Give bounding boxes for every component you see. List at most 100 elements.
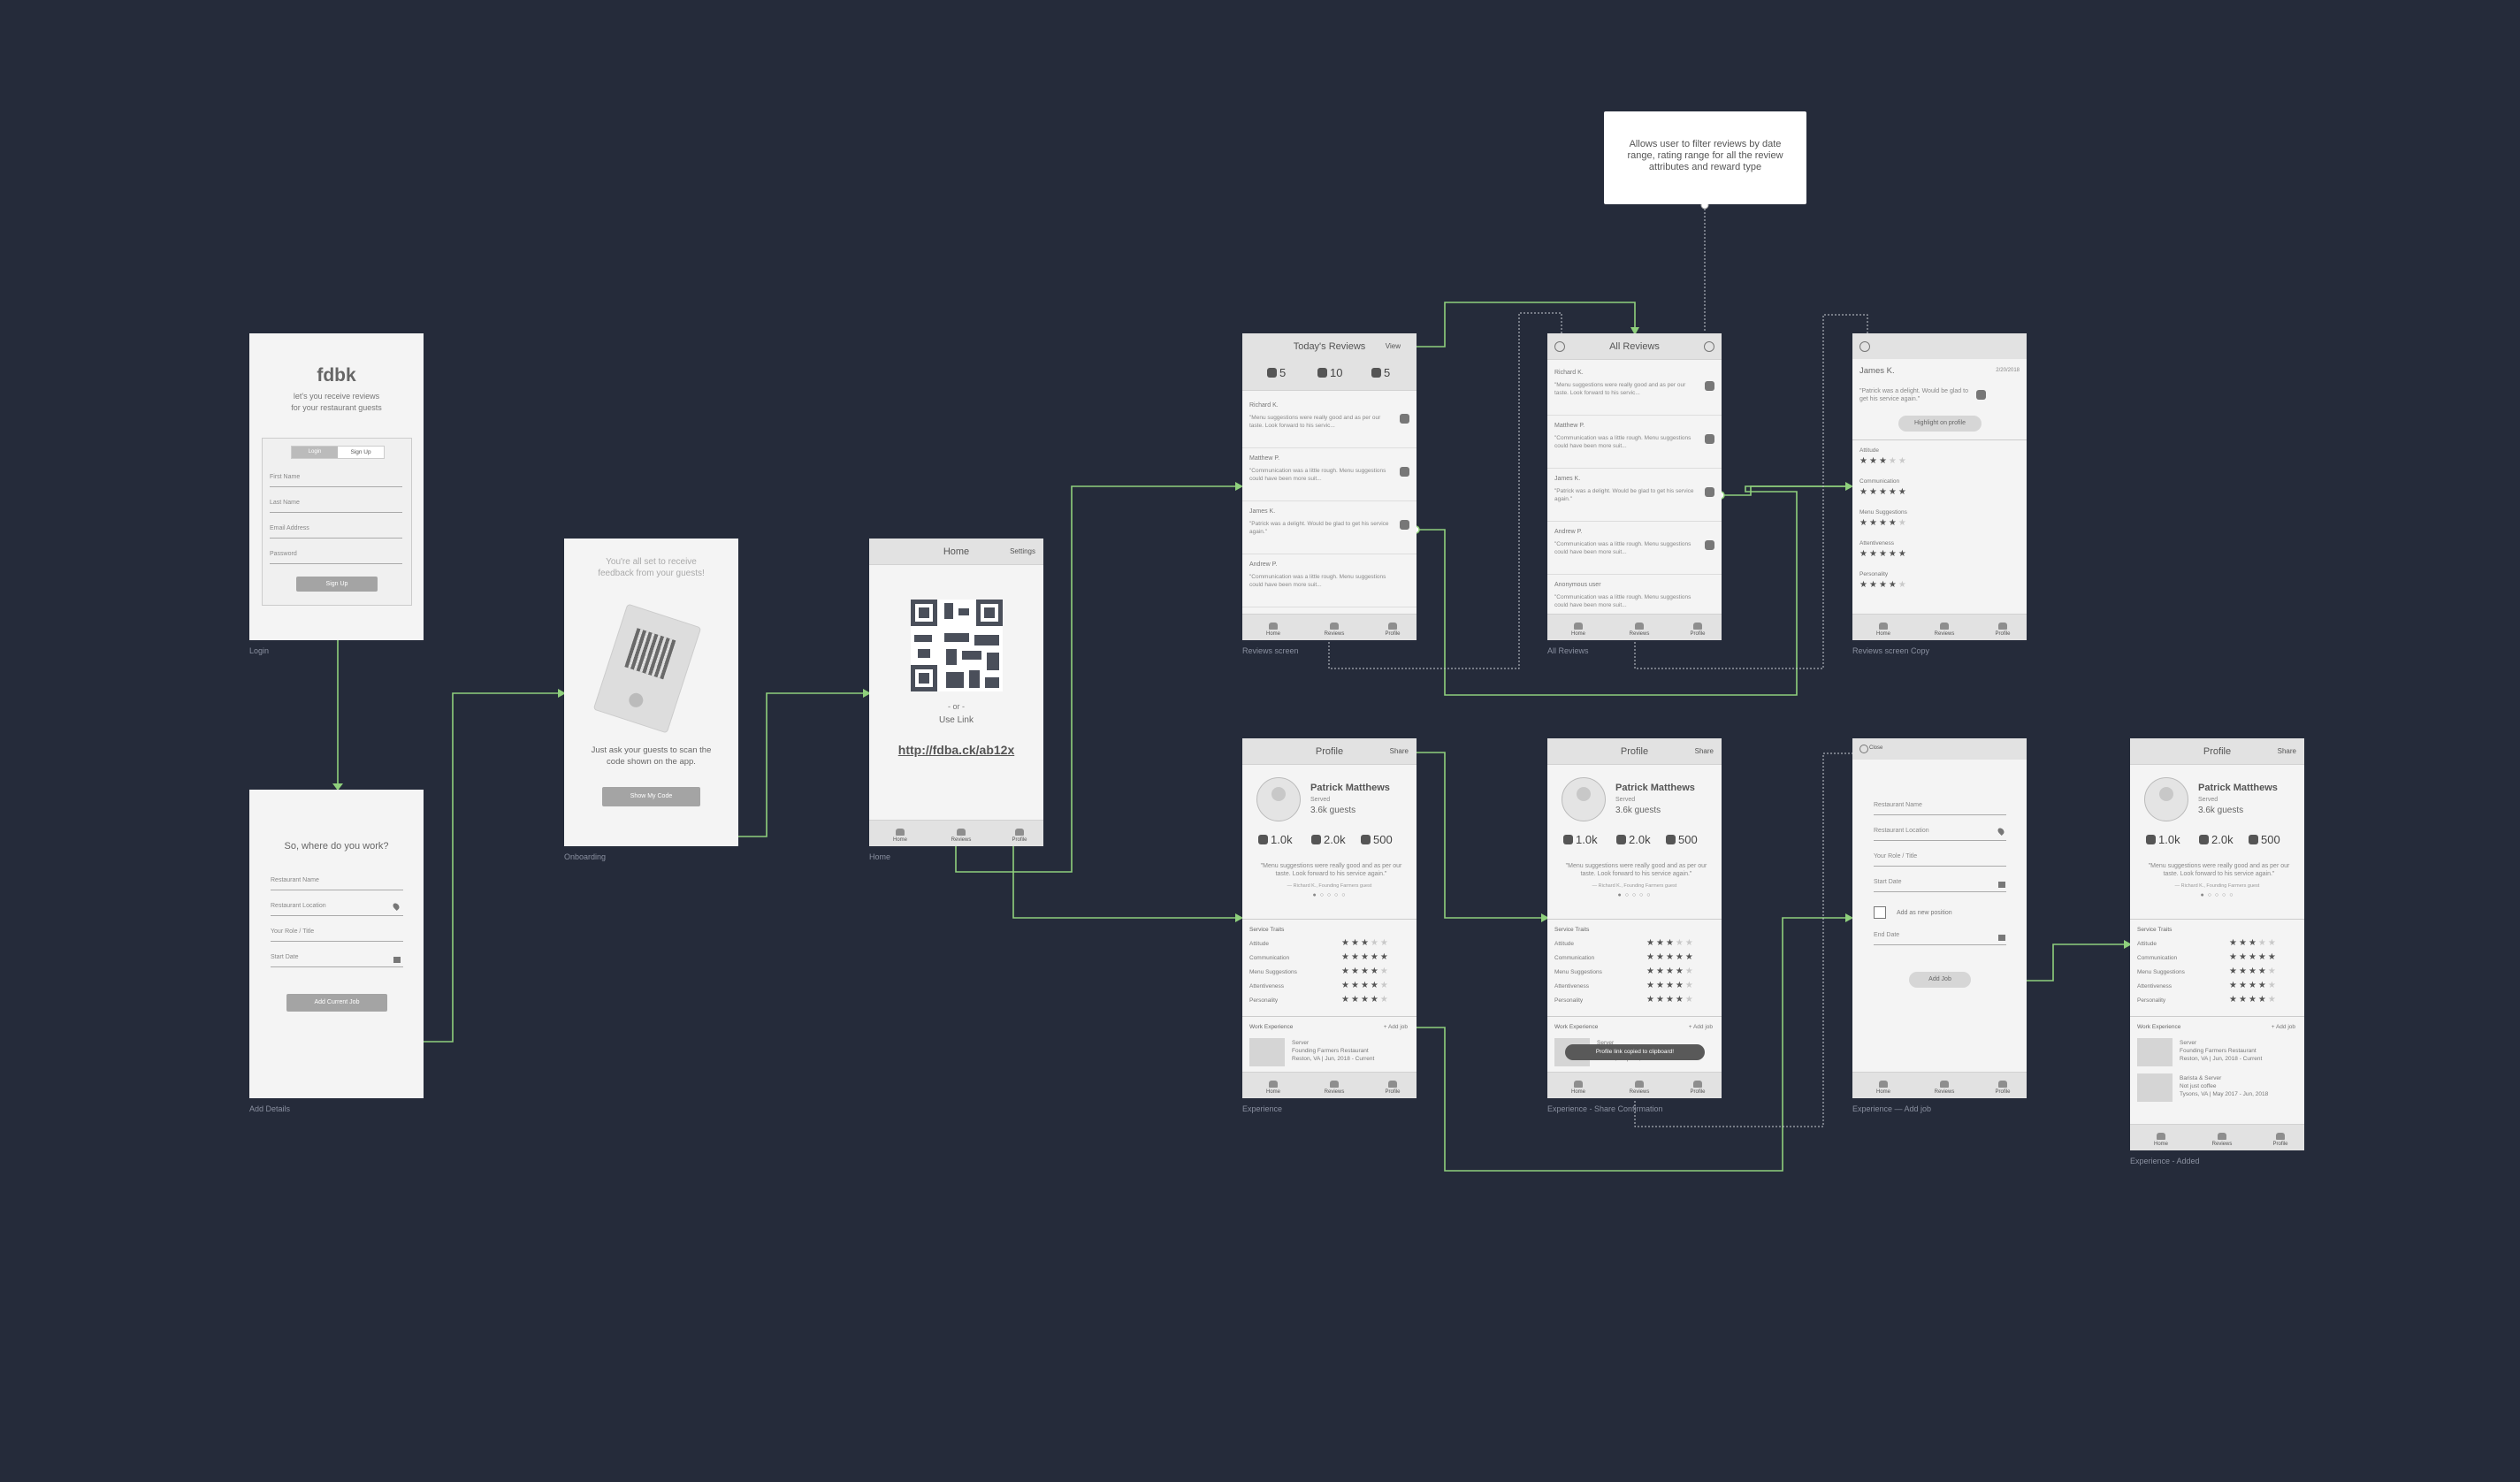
settings-link[interactable]: Settings xyxy=(1010,547,1035,555)
trait-label: Personality xyxy=(1554,997,1584,1004)
tab-bar: Home Reviews Profile xyxy=(1242,1072,1417,1098)
review-item[interactable]: Andrew P."Communication was a little rou… xyxy=(1242,555,1417,607)
review-item[interactable]: Matthew P."Communication was a little ro… xyxy=(1242,449,1417,501)
new-position-checkbox[interactable] xyxy=(1874,906,1886,919)
restaurant-name-field[interactable]: Restaurant Name xyxy=(271,877,403,890)
first-name-field[interactable]: First Name xyxy=(270,474,402,487)
use-link-label: Use Link xyxy=(939,715,974,725)
star-icon: ★ xyxy=(2267,995,2278,1005)
tab-profile[interactable]: Profile xyxy=(1981,1081,2025,1095)
tab-reviews[interactable]: Reviews xyxy=(1312,1081,1356,1095)
tab-bar: Home Reviews Profile xyxy=(2130,1124,2304,1150)
tab-profile[interactable]: Profile xyxy=(2258,1133,2302,1147)
star-icon: ★ xyxy=(1878,580,1889,590)
tab-reviews[interactable]: Reviews xyxy=(1617,623,1661,637)
auth-card: Login Sign Up First Name Last Name Email… xyxy=(262,438,412,606)
star-icon: ★ xyxy=(1859,580,1869,590)
highlight-on-profile-button[interactable]: Highlight on profile xyxy=(1898,416,1982,432)
review-item[interactable]: Andrew P."Communication was a little rou… xyxy=(1547,523,1722,575)
tab-signup[interactable]: Sign Up xyxy=(350,449,371,455)
experience-screen: Profile Share Patrick Matthews Served 3.… xyxy=(1242,738,1417,1098)
cutlery-icon xyxy=(1361,835,1371,844)
tab-home[interactable]: Home xyxy=(1251,1081,1295,1095)
tab-profile[interactable]: Profile xyxy=(1981,623,2025,637)
add-job-link[interactable]: + Add job xyxy=(2271,1024,2295,1030)
role-field[interactable]: Your Role / Title xyxy=(271,928,403,942)
review-item[interactable]: James K."Patrick was a delight. Would be… xyxy=(1242,502,1417,554)
share-link[interactable]: http://fdba.ck/ab12x xyxy=(897,743,1015,757)
close-icon[interactable] xyxy=(1859,745,1868,753)
filter-icon[interactable] xyxy=(1704,341,1714,352)
email-field[interactable]: Email Address xyxy=(270,525,402,539)
tab-profile[interactable]: Profile xyxy=(1676,1081,1720,1095)
add-job-link[interactable]: + Add job xyxy=(1383,1024,1408,1030)
star-icon: ★ xyxy=(1868,580,1879,590)
end-date-field[interactable]: End Date xyxy=(1874,932,2006,945)
review-item[interactable]: James K."Patrick was a delight. Would be… xyxy=(1547,470,1722,522)
star-icon: ★ xyxy=(2248,995,2258,1005)
rating-stars: ★★★★★ xyxy=(1859,580,1908,590)
role-field[interactable]: Your Role / Title xyxy=(1874,853,2006,867)
tab-home[interactable]: Home xyxy=(1251,623,1295,637)
carousel-dots[interactable]: ● ○ ○ ○ ○ xyxy=(1617,892,1652,898)
caption-onboarding: Onboarding xyxy=(564,852,607,861)
star-icon: ★ xyxy=(1898,549,1908,559)
tab-reviews[interactable]: Reviews xyxy=(2200,1133,2244,1147)
restaurant-name-field[interactable]: Restaurant Name xyxy=(1874,802,2006,815)
tab-reviews[interactable]: Reviews xyxy=(1312,623,1356,637)
carousel-dots[interactable]: ● ○ ○ ○ ○ xyxy=(1312,892,1347,898)
back-icon[interactable] xyxy=(1554,341,1565,352)
user-icon xyxy=(1015,829,1024,836)
sign-up-button[interactable]: Sign Up xyxy=(296,577,378,592)
restaurant-location-field[interactable]: Restaurant Location xyxy=(271,903,403,916)
add-job-link[interactable]: + Add job xyxy=(1688,1024,1713,1030)
back-icon[interactable] xyxy=(1859,341,1870,352)
star-icon: ★ xyxy=(1341,938,1351,948)
tab-profile[interactable]: Profile xyxy=(1371,1081,1415,1095)
avatar xyxy=(2144,777,2188,821)
password-field[interactable]: Password xyxy=(270,551,402,564)
star-icon: ★ xyxy=(1675,995,1685,1005)
review-item[interactable]: Richard K."Menu suggestions were really … xyxy=(1242,396,1417,448)
rating-stars: ★★★★★ xyxy=(1859,456,1908,466)
add-job-button[interactable]: Add Job xyxy=(1909,972,1971,988)
tab-profile[interactable]: Profile xyxy=(1371,623,1415,637)
share-link[interactable]: Share xyxy=(1389,747,1409,755)
review-item[interactable]: Richard K."Menu suggestions were really … xyxy=(1547,363,1722,416)
tab-home[interactable]: Home xyxy=(2139,1133,2183,1147)
tab-home[interactable]: Home xyxy=(1861,623,1905,637)
tab-home[interactable]: Home xyxy=(1861,1081,1905,1095)
traits-title: Service Traits xyxy=(1249,927,1285,933)
review-item[interactable]: Matthew P."Communication was a little ro… xyxy=(1547,416,1722,469)
carousel-dots[interactable]: ● ○ ○ ○ ○ xyxy=(2200,892,2234,898)
close-link[interactable]: Close xyxy=(1869,745,1883,751)
show-my-code-button[interactable]: Show My Code xyxy=(602,787,700,806)
tab-reviews[interactable]: Reviews xyxy=(1922,623,1966,637)
stat-drinks: 10 xyxy=(1317,366,1342,379)
restaurant-location-field[interactable]: Restaurant Location xyxy=(1874,828,2006,841)
view-all-link[interactable]: View xyxy=(1385,342,1401,350)
share-link[interactable]: Share xyxy=(2277,747,2296,755)
calendar-icon xyxy=(393,957,401,963)
add-current-job-button[interactable]: Add Current Job xyxy=(286,994,387,1012)
stat-meals: 500 xyxy=(2249,833,2280,846)
tab-home[interactable]: Home xyxy=(1556,1081,1600,1095)
tab-profile[interactable]: Profile xyxy=(1676,623,1720,637)
tab-profile[interactable]: Profile xyxy=(997,829,1042,843)
start-date-field[interactable]: Start Date xyxy=(1874,879,2006,892)
start-date-field[interactable]: Start Date xyxy=(271,954,403,967)
tab-reviews[interactable]: Reviews xyxy=(1617,1081,1661,1095)
tab-home[interactable]: Home xyxy=(878,829,922,843)
trait-stars: ★★★★★ xyxy=(1341,938,1390,948)
trait-stars: ★★★★★ xyxy=(1646,938,1695,948)
tab-reviews[interactable]: Reviews xyxy=(1922,1081,1966,1095)
last-name-field[interactable]: Last Name xyxy=(270,500,402,513)
detail-header xyxy=(1852,333,2027,359)
tab-home[interactable]: Home xyxy=(1556,623,1600,637)
cutlery-icon xyxy=(1666,835,1676,844)
star-icon: ★ xyxy=(1684,938,1695,948)
tab-login[interactable]: Login xyxy=(292,447,338,458)
job-meta: Reston, VA | Jun, 2018 - Current xyxy=(1292,1056,1375,1062)
tab-reviews[interactable]: Reviews xyxy=(939,829,983,843)
share-link[interactable]: Share xyxy=(1694,747,1714,755)
